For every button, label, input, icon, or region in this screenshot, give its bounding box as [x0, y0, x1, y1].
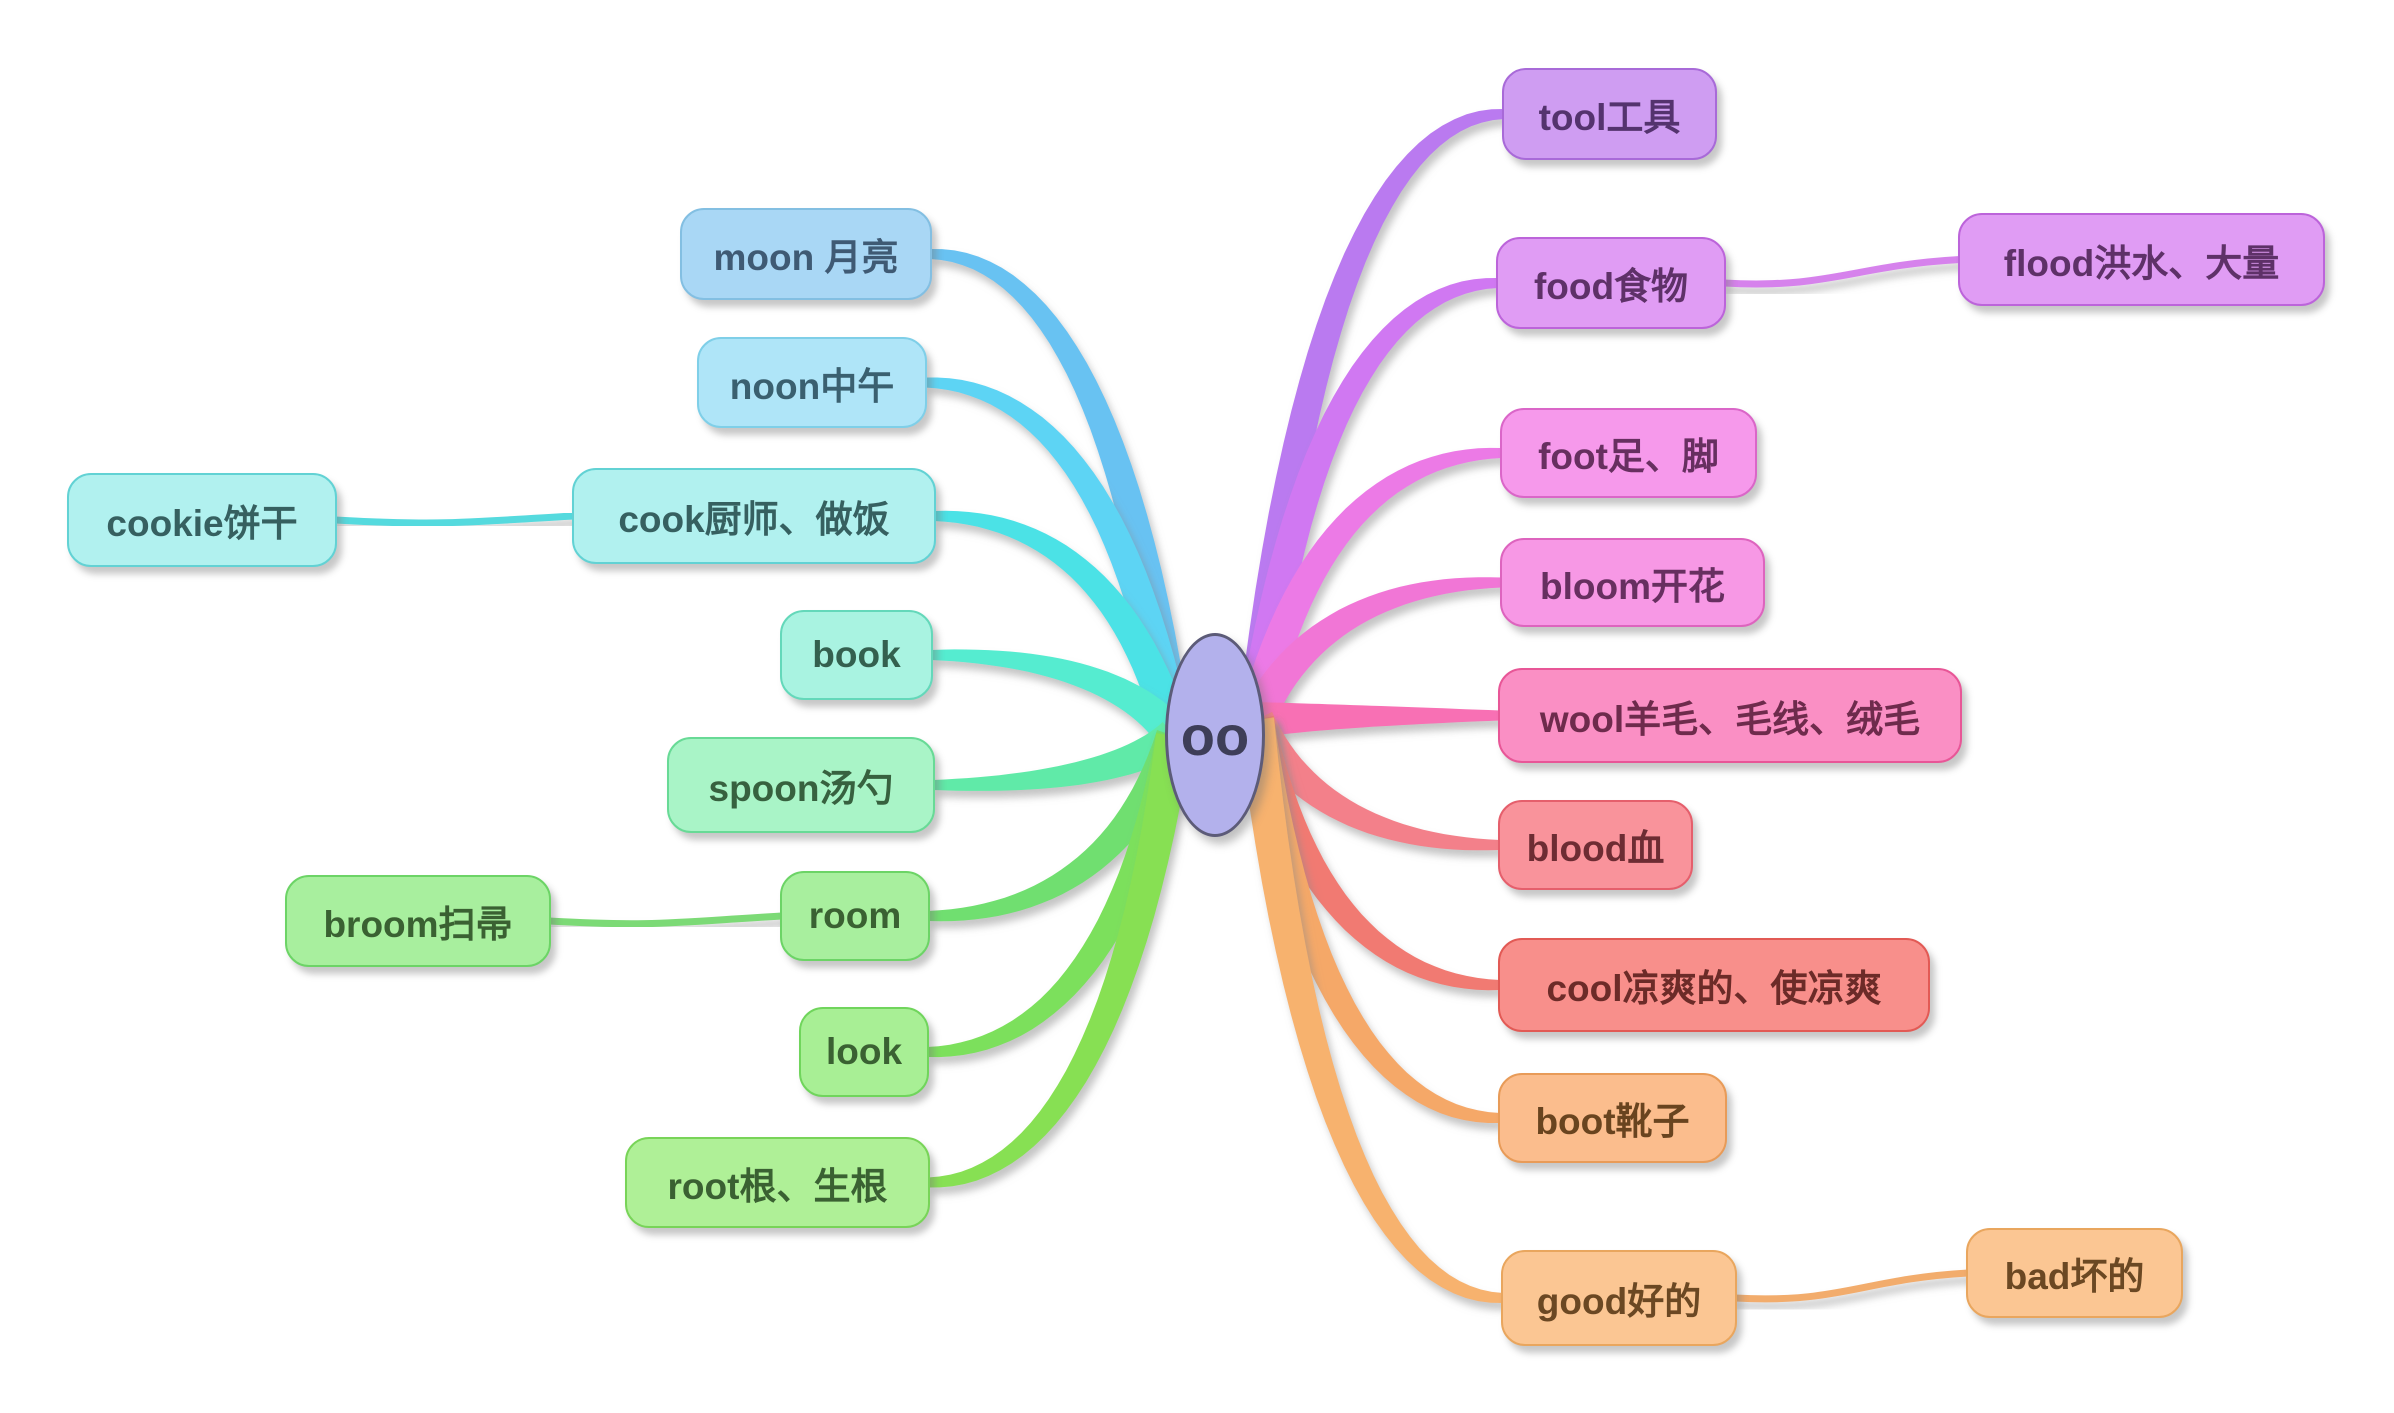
- node-blood[interactable]: blood血: [1498, 800, 1693, 890]
- node-label: cool凉爽的、使凉爽: [1546, 968, 1882, 1009]
- branch-root: [928, 733, 1192, 1188]
- node-cookie[interactable]: cookie饼干: [67, 473, 337, 567]
- node-label: bad坏的: [2004, 1256, 2145, 1297]
- branch-cool: [1238, 715, 1500, 991]
- node-oo-center[interactable]: oo: [1165, 633, 1265, 837]
- node-cook[interactable]: cook厨师、做饭: [572, 468, 936, 564]
- node-label: book: [812, 634, 901, 675]
- node-root[interactable]: root根、生根: [625, 1137, 930, 1228]
- node-label: cook厨师、做饭: [618, 499, 890, 540]
- node-bloom[interactable]: bloom开花: [1500, 538, 1765, 627]
- node-noon[interactable]: noon中午: [697, 337, 927, 428]
- node-good[interactable]: good好的: [1501, 1250, 1737, 1346]
- node-room[interactable]: room: [780, 871, 930, 961]
- node-label: look: [825, 1031, 903, 1072]
- node-label: root根、生根: [667, 1165, 888, 1207]
- node-label: food食物: [1533, 266, 1689, 307]
- branch-book: [931, 649, 1189, 747]
- node-label: boot靴子: [1535, 1101, 1690, 1142]
- branch-blood: [1239, 711, 1500, 851]
- node-label: room: [808, 895, 902, 936]
- node-wool[interactable]: wool羊毛、毛线、绒毛: [1498, 668, 1962, 763]
- node-label: foot足、脚: [1538, 436, 1719, 477]
- node-label: blood血: [1526, 828, 1665, 869]
- node-label: moon 月亮: [713, 237, 899, 278]
- branch-foot: [1238, 447, 1502, 725]
- branch-wool: [1254, 702, 1500, 738]
- branch-tool: [1238, 109, 1504, 722]
- node-boot[interactable]: boot靴子: [1498, 1073, 1727, 1163]
- branch-noon: [925, 377, 1192, 740]
- branch-look: [927, 732, 1192, 1058]
- node-look[interactable]: look: [799, 1007, 929, 1097]
- node-label: broom扫帚: [323, 904, 513, 945]
- link-good-bad: [1731, 1269, 1972, 1303]
- node-moon[interactable]: moon 月亮: [680, 208, 932, 300]
- node-tool[interactable]: tool工具: [1502, 68, 1717, 160]
- node-cool[interactable]: cool凉爽的、使凉爽: [1498, 938, 1930, 1032]
- link-cook-cookie: [331, 512, 578, 527]
- node-label: good好的: [1536, 1281, 1702, 1322]
- branch-boot: [1238, 717, 1500, 1123]
- node-label: bloom开花: [1540, 565, 1725, 607]
- branch-moon: [930, 249, 1192, 739]
- node-spoon[interactable]: spoon汤勺: [667, 737, 935, 833]
- node-label: wool羊毛、毛线、绒毛: [1539, 698, 1921, 740]
- center-label: oo: [1180, 703, 1250, 767]
- node-label: tool工具: [1538, 97, 1681, 138]
- branch-spoon: [933, 721, 1186, 791]
- branch-cook: [934, 510, 1192, 741]
- branch-bloom: [1239, 577, 1502, 728]
- node-label: cookie饼干: [106, 503, 298, 544]
- branch-room: [928, 730, 1191, 922]
- node-label: noon中午: [729, 365, 895, 407]
- branch-food: [1238, 278, 1498, 723]
- node-broom[interactable]: broom扫帚: [285, 875, 551, 967]
- node-book[interactable]: book: [780, 610, 933, 700]
- link-room-broom: [545, 912, 786, 928]
- node-foot[interactable]: foot足、脚: [1500, 408, 1757, 498]
- node-bad[interactable]: bad坏的: [1966, 1228, 2183, 1318]
- node-flood[interactable]: flood洪水、大量: [1958, 213, 2325, 306]
- node-label: spoon汤勺: [708, 768, 894, 809]
- node-food[interactable]: food食物: [1496, 237, 1726, 329]
- link-food-flood: [1720, 256, 1964, 288]
- branch-good: [1238, 718, 1503, 1303]
- node-label: flood洪水、大量: [2003, 242, 2280, 284]
